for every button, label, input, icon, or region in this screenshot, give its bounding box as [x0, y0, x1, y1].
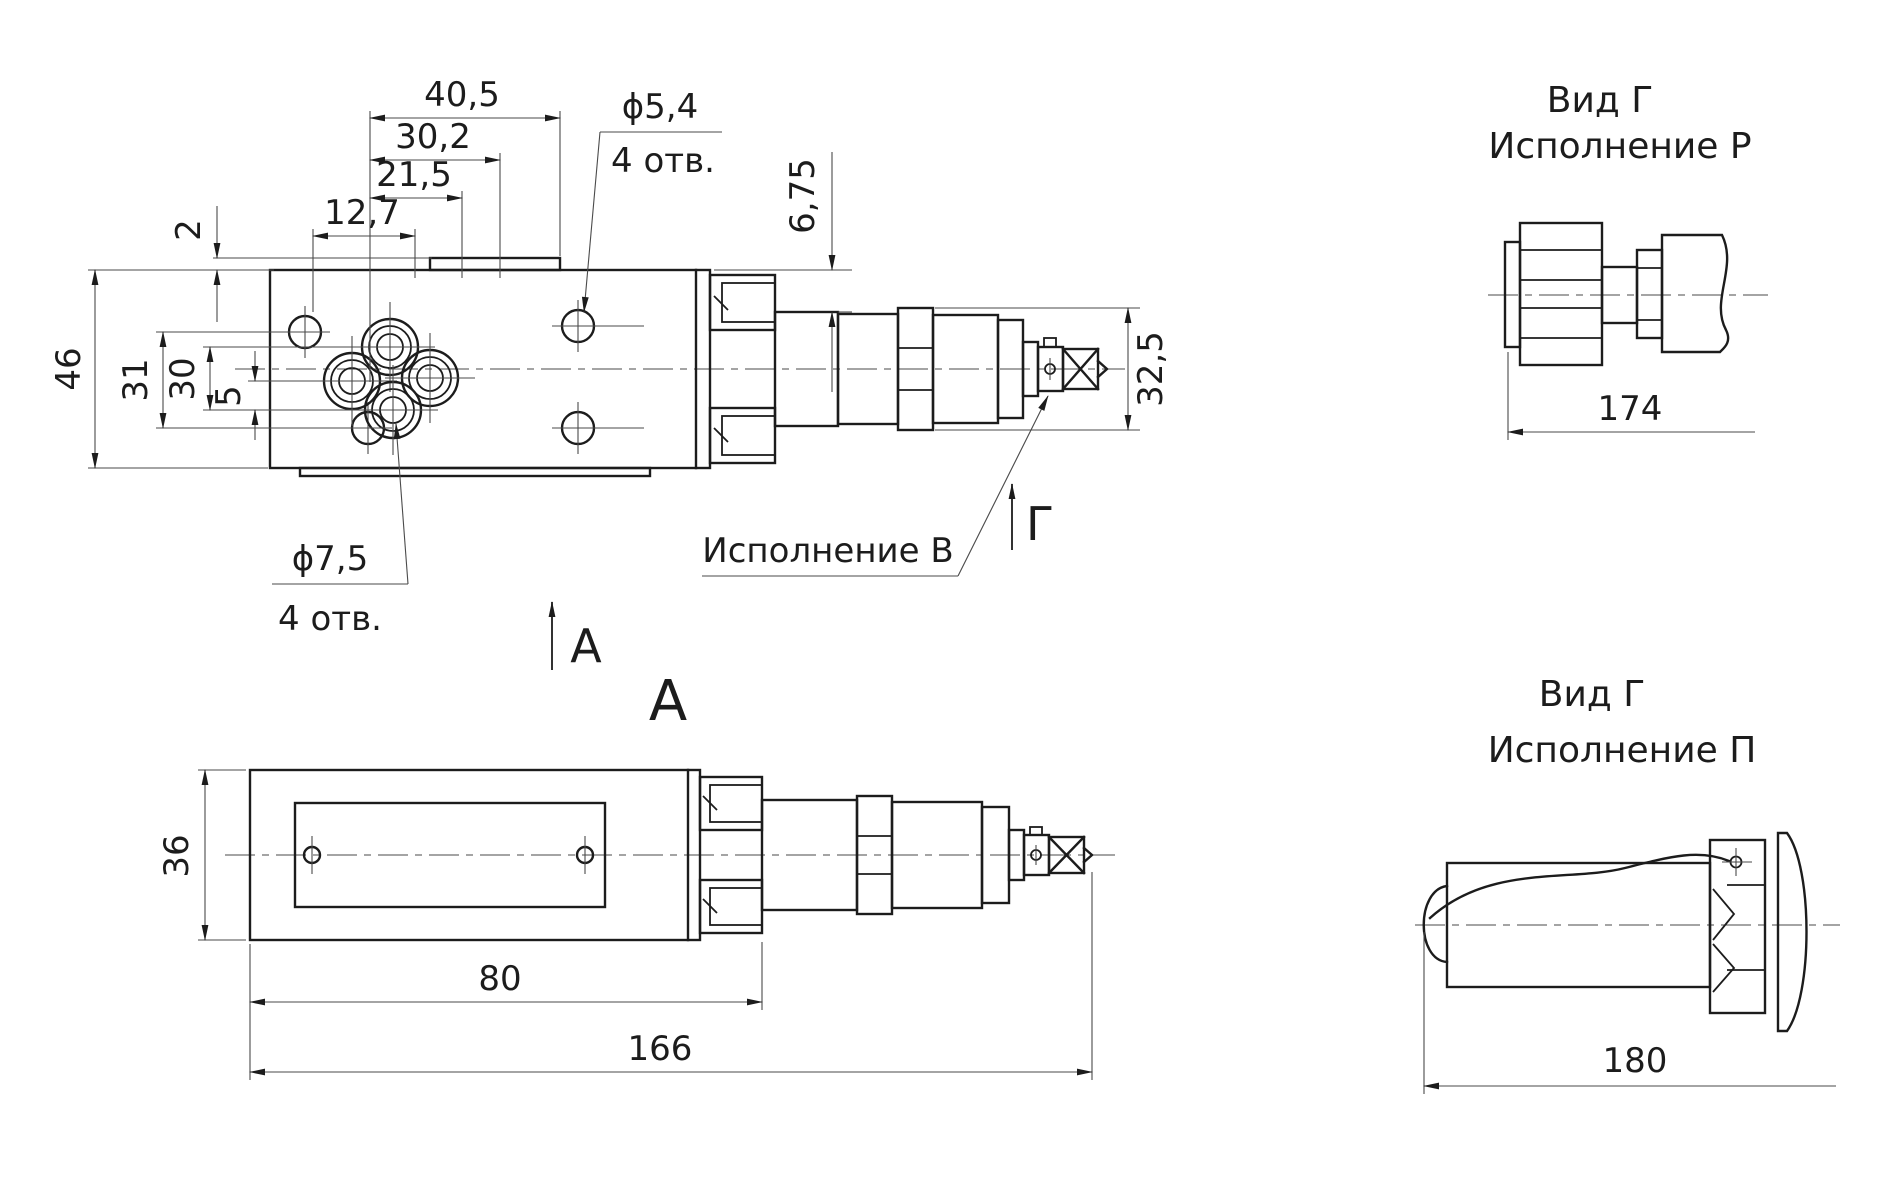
- mounting-face: [293, 801, 607, 909]
- dim-6-75: 6,75: [714, 152, 852, 392]
- sealed-cap-assembly: [1422, 831, 1808, 1033]
- dim-40-5: 40,5: [369, 75, 561, 382]
- dim-6-75-label: 6,75: [783, 158, 823, 234]
- port-top: [345, 302, 435, 392]
- view-arrow-g: Г: [1008, 483, 1054, 551]
- port-right: [385, 333, 475, 423]
- knob-assembly: [1503, 221, 1730, 367]
- view-arrow-a: А: [548, 601, 602, 673]
- valve-body-bottom-view: [248, 768, 702, 942]
- valve-body-top-view: [268, 256, 712, 478]
- dim-30-2-label: 30,2: [395, 117, 471, 157]
- port-bottom: [348, 365, 438, 455]
- small-hole-diameter-label: ϕ5,4: [622, 87, 699, 127]
- big-hole-diameter-label: ϕ7,5: [292, 539, 369, 579]
- dim-32-5: 32,5: [935, 307, 1171, 431]
- port-left: [307, 336, 397, 426]
- dim-46: 46: [49, 269, 268, 469]
- view-arrow-g-label: Г: [1026, 497, 1054, 551]
- view-p-title: Вид Г: [1539, 674, 1645, 715]
- version-b-label: Исполнение В: [702, 531, 953, 571]
- dim-36-label: 36: [157, 834, 197, 877]
- bottom-view: 36 80 166: [157, 768, 1115, 1080]
- dim-180-label: 180: [1603, 1041, 1668, 1081]
- dim-2-label: 2: [169, 219, 209, 241]
- big-hole-qty-label: 4 отв.: [278, 599, 382, 639]
- dim-12-7: 12,7: [312, 193, 416, 312]
- view-r-subtitle: Исполнение Р: [1488, 126, 1751, 167]
- view-r-title: Вид Г: [1547, 80, 1653, 121]
- view-g-version-r: Вид Г Исполнение Р 174: [1488, 80, 1768, 440]
- dim-166: 166: [249, 872, 1093, 1080]
- seal-wire: [1428, 853, 1731, 920]
- dim-30-label: 30: [163, 357, 203, 400]
- dim-180: 180: [1423, 932, 1836, 1094]
- hex-nut-p: [1708, 838, 1767, 1015]
- dim-21-5: 21,5: [369, 155, 463, 278]
- dim-36: 36: [157, 769, 246, 941]
- valve-body-broken: [1660, 233, 1730, 354]
- actuator-bottom-view: [760, 794, 1094, 916]
- dim-80: 80: [249, 942, 763, 1080]
- callout-big-holes: ϕ7,5 4 отв.: [272, 423, 409, 639]
- dim-30-2: 30,2: [369, 117, 501, 278]
- dim-40-5-label: 40,5: [424, 75, 500, 115]
- dim-21-5-label: 21,5: [376, 155, 452, 195]
- view-arrow-a-label: А: [570, 619, 602, 673]
- dim-31-label: 31: [116, 358, 156, 401]
- dim-174-label: 174: [1598, 389, 1663, 429]
- top-boss: [428, 256, 562, 272]
- dim-46-label: 46: [49, 347, 89, 390]
- bottom-strip: [298, 466, 652, 478]
- dim-30: 30: [163, 346, 350, 411]
- dim-5-label: 5: [209, 385, 249, 407]
- dim-5: 5: [209, 351, 310, 440]
- adjustment-end-cross-bottom: [1047, 835, 1094, 875]
- small-hole-qty-label: 4 отв.: [611, 141, 715, 181]
- side-tabs-top-view: [708, 273, 777, 465]
- mounting-holes: [287, 300, 644, 454]
- actuator-top-view: [773, 306, 1109, 432]
- view-g-version-p: Вид Г Исполнение П 180: [1415, 674, 1840, 1094]
- dim-31: 31: [116, 331, 392, 429]
- dim-12-7-label: 12,7: [324, 193, 400, 233]
- wire-loop: [1422, 884, 1449, 964]
- view-a-title: А: [649, 669, 687, 734]
- top-view: 40,5 30,2 21,5 12,7 2: [49, 75, 1171, 734]
- dim-2: 2: [169, 206, 432, 322]
- dim-166-label: 166: [628, 1029, 693, 1069]
- dim-174: 174: [1507, 352, 1755, 440]
- adjustment-end-cross: [1061, 347, 1109, 391]
- flange-partial: [1776, 831, 1808, 1033]
- view-p-subtitle: Исполнение П: [1488, 730, 1757, 771]
- callout-small-holes: ϕ5,4 4 отв.: [581, 87, 722, 313]
- valve-ports: [307, 302, 475, 455]
- callout-version-b: Исполнение В: [702, 395, 1049, 577]
- dim-32-5-label: 32,5: [1131, 331, 1171, 407]
- dim-80-label: 80: [478, 959, 521, 999]
